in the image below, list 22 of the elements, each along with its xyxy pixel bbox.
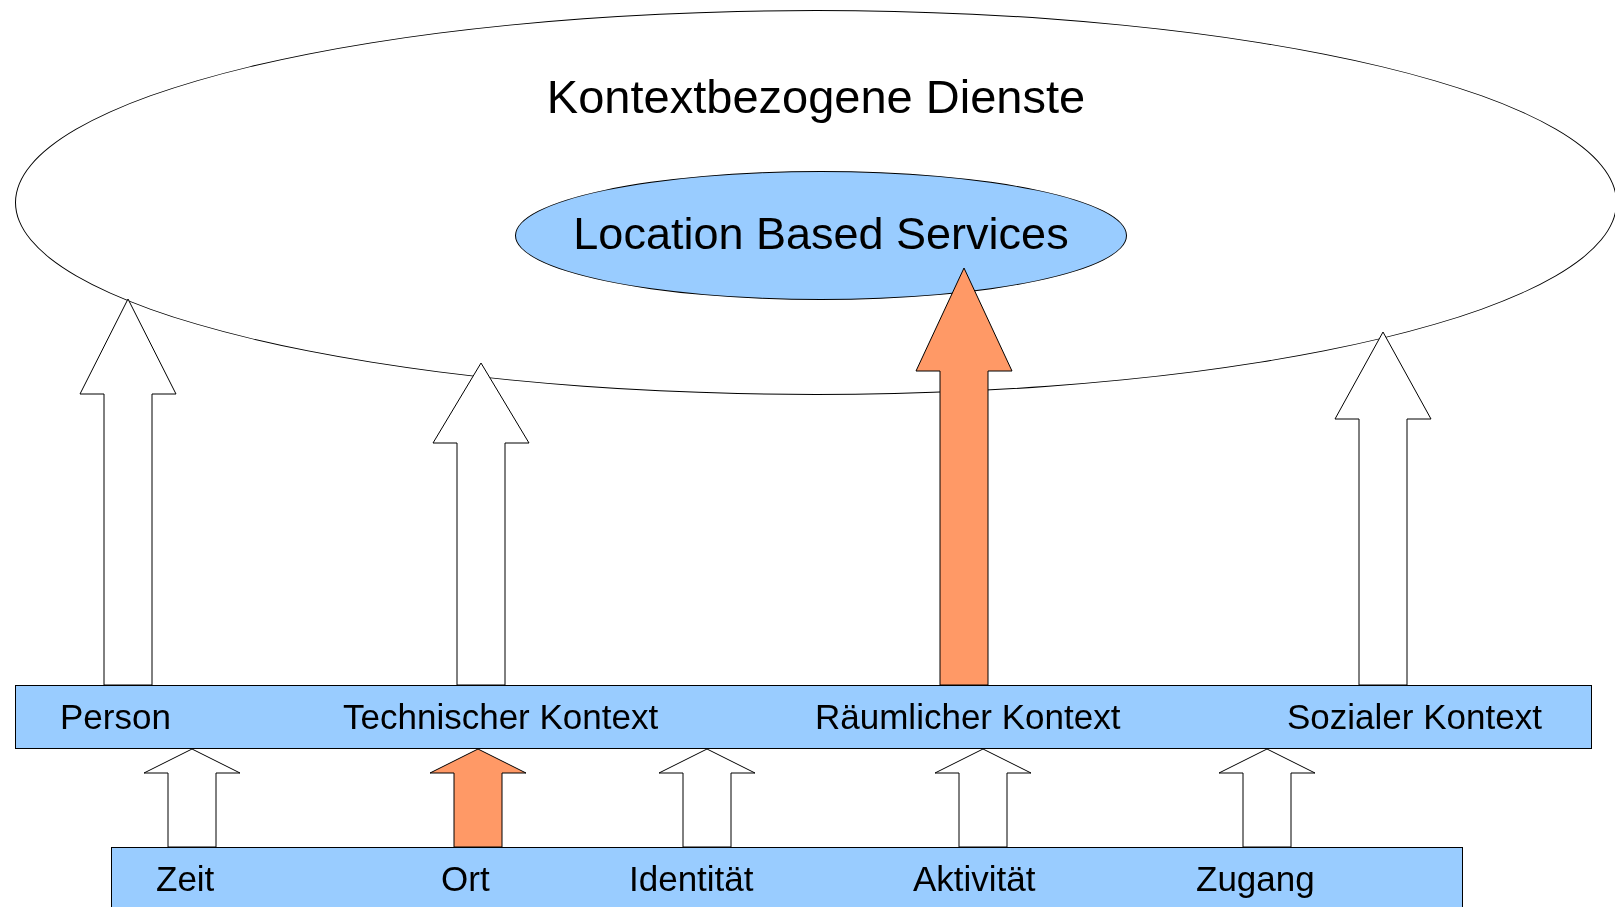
context-label: Aktivität [913,859,1036,899]
block-arrow [429,748,527,848]
context-label: Sozialer Kontext [1287,697,1542,737]
block-arrow [1218,748,1316,848]
context-label: Räumlicher Kontext [815,697,1121,737]
layer-bar [15,685,1592,749]
layer-bar [111,847,1463,907]
block-arrow [1334,331,1432,686]
block-arrow [432,362,530,686]
ellipse-label: Kontextbezogene Dienste [545,69,1087,124]
context-label: Zeit [156,859,215,899]
ellipse-label: Location Based Services [572,208,1070,260]
context-label: Ort [441,859,490,899]
context-label: Identität [629,859,754,899]
block-arrow [934,748,1032,848]
context-label: Technischer Kontext [343,697,659,737]
context-label: Person [60,697,171,737]
block-arrow [915,267,1013,686]
block-arrow [143,748,241,848]
context-label: Zugang [1196,859,1315,899]
block-arrow [79,298,177,686]
block-arrow [658,748,756,848]
